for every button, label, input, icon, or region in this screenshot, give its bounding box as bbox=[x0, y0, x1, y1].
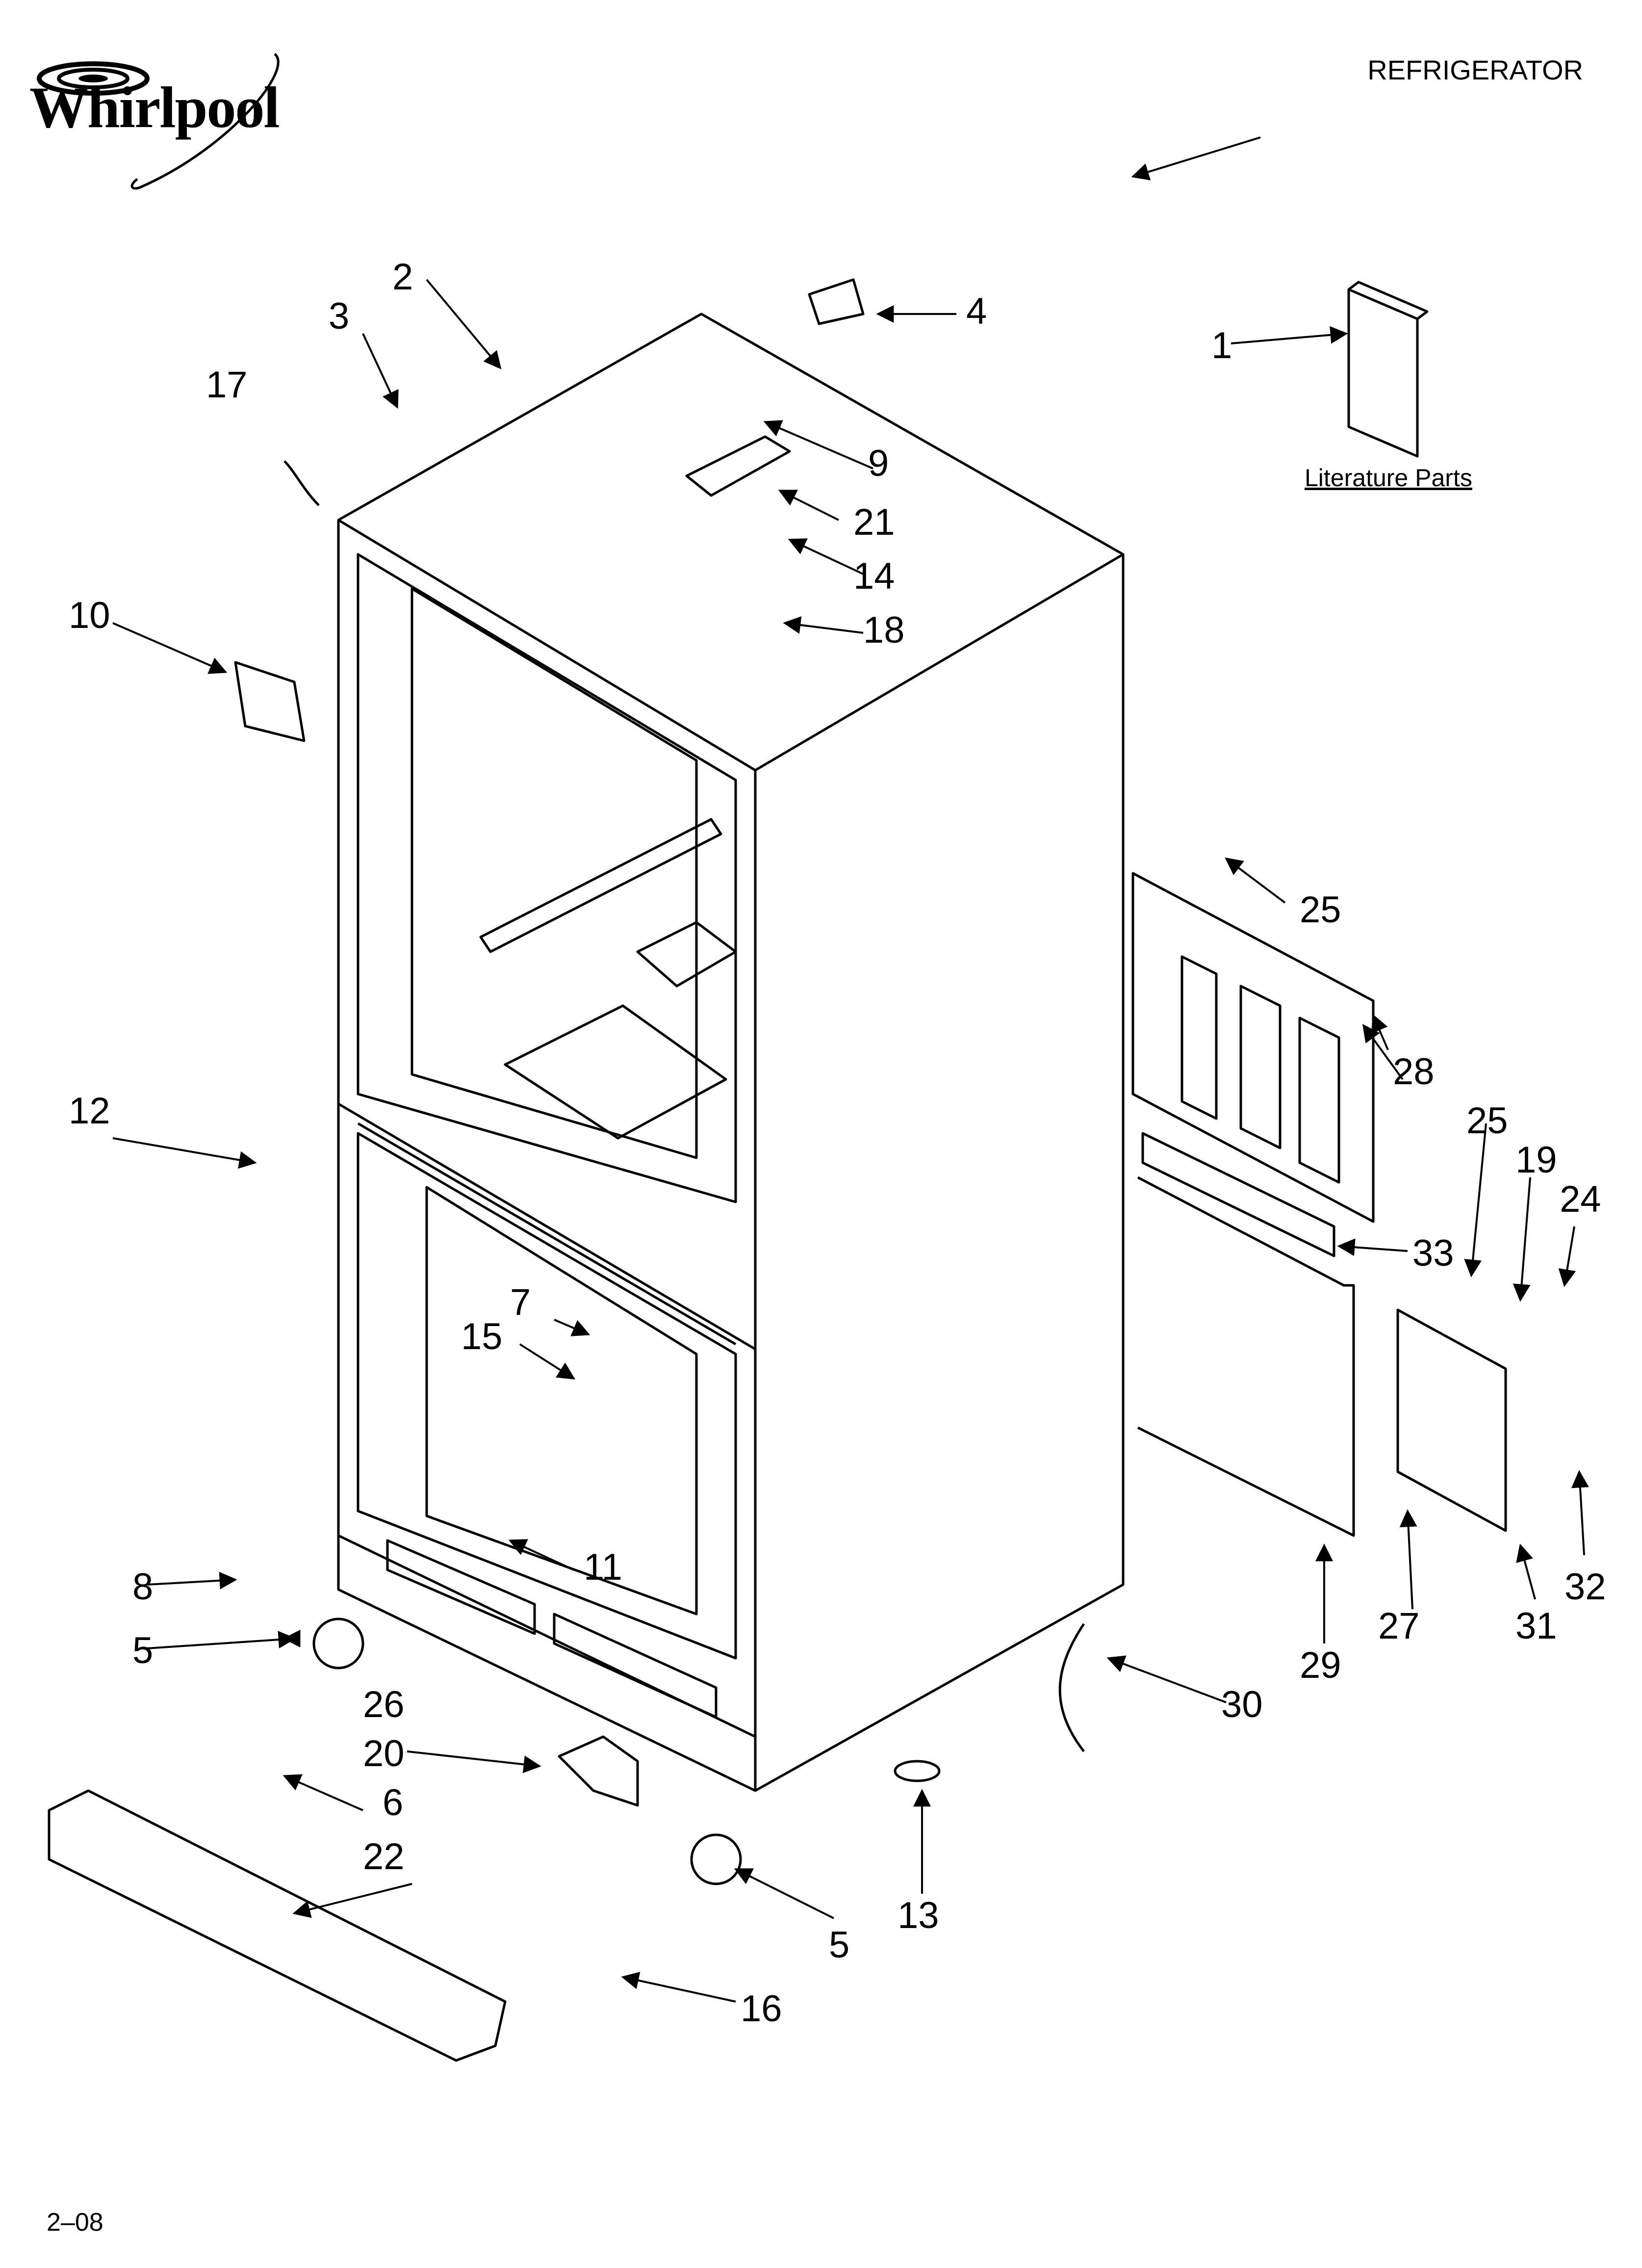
callout-5b: 5 bbox=[829, 1924, 849, 1966]
callout-15: 15 bbox=[461, 1316, 503, 1357]
rear-grille-panel bbox=[1131, 872, 1375, 1223]
callout-1: 1 bbox=[1211, 325, 1232, 366]
callout-29: 29 bbox=[1300, 1644, 1341, 1686]
callout-16: 16 bbox=[741, 1988, 782, 2030]
top-hinge-cover bbox=[685, 435, 791, 497]
callout-2: 2 bbox=[392, 256, 413, 298]
callout-10: 10 bbox=[69, 595, 110, 636]
mounting-bracket bbox=[1396, 1308, 1507, 1532]
callout-20: 20 bbox=[363, 1733, 405, 1774]
callout-9: 9 bbox=[868, 443, 889, 484]
trim-strip bbox=[283, 460, 320, 506]
callout-8: 8 bbox=[132, 1566, 153, 1608]
callout-18: 18 bbox=[863, 609, 905, 651]
callout-4: 4 bbox=[966, 290, 987, 332]
whirlpool-logo bbox=[20, 39, 334, 201]
callout-27: 27 bbox=[1378, 1605, 1420, 1647]
callout-22: 22 bbox=[363, 1836, 405, 1877]
callout-12: 12 bbox=[69, 1090, 110, 1132]
leveling-bracket bbox=[558, 1735, 639, 1807]
callout-11: 11 bbox=[584, 1546, 622, 1588]
callout-19: 19 bbox=[1515, 1139, 1557, 1181]
roller-right bbox=[690, 1833, 742, 1885]
callout-labels: 1 2 3 4 5 5 6 7 8 9 10 11 12 13 14 15 16… bbox=[69, 256, 1606, 2030]
revision-code: 2–08 bbox=[47, 2208, 103, 2237]
callout-3: 3 bbox=[329, 295, 349, 337]
callout-25a: 25 bbox=[1300, 889, 1341, 931]
callout-21: 21 bbox=[853, 501, 895, 543]
callout-33: 33 bbox=[1412, 1232, 1454, 1274]
rating-label bbox=[808, 278, 865, 325]
brand-wordmark: Whirlpool bbox=[29, 75, 280, 140]
section-title: REFRIGERATOR bbox=[1367, 54, 1583, 85]
callout-14: 14 bbox=[853, 555, 895, 597]
callout-24: 24 bbox=[1560, 1178, 1601, 1220]
callout-5a: 5 bbox=[132, 1630, 153, 1671]
drain-tube bbox=[1058, 1623, 1085, 1752]
callout-6: 6 bbox=[383, 1782, 403, 1824]
literature-parts-label: Literature Parts bbox=[1305, 464, 1472, 492]
callout-26: 26 bbox=[363, 1684, 405, 1725]
callout-31: 31 bbox=[1515, 1605, 1557, 1647]
literature-book bbox=[1347, 281, 1429, 458]
cabinet-body bbox=[337, 313, 1125, 1792]
callout-13: 13 bbox=[898, 1895, 939, 1936]
control-housing bbox=[234, 661, 306, 742]
callout-30: 30 bbox=[1221, 1684, 1263, 1725]
callout-7: 7 bbox=[510, 1281, 531, 1323]
callout-17: 17 bbox=[206, 364, 248, 406]
callout-32: 32 bbox=[1565, 1566, 1606, 1608]
logo-swirl-icon bbox=[37, 53, 280, 190]
toe-grille bbox=[48, 1789, 507, 2062]
roller-left bbox=[312, 1617, 364, 1669]
drain-plug bbox=[894, 1760, 941, 1782]
callout-25b: 25 bbox=[1466, 1100, 1508, 1142]
seal-strip bbox=[1141, 1132, 1335, 1257]
callout-28: 28 bbox=[1393, 1051, 1435, 1093]
access-panel bbox=[1137, 1176, 1355, 1537]
